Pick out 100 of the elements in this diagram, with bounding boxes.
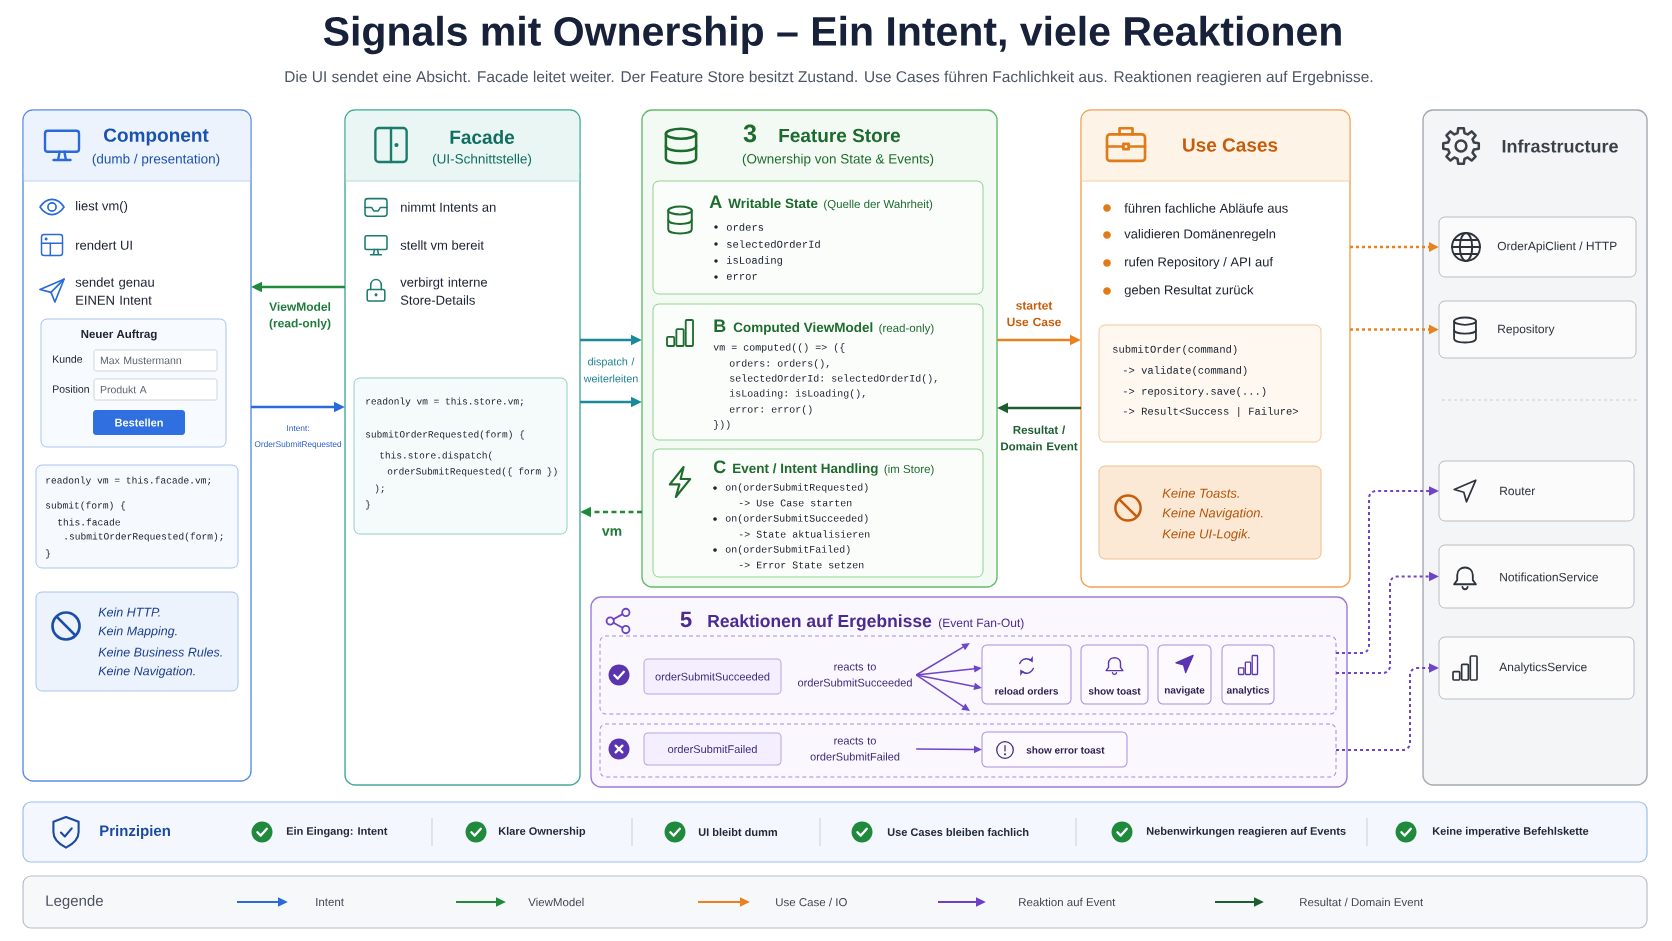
list-item: sendet genau EINEN Intent [75,277,154,305]
reaction-box: analytics [1221,644,1275,705]
code-line: } [46,549,50,559]
code-line: readonly vm = this.facade.vm; [46,476,211,486]
reaction-box: navigate [1157,644,1212,705]
annotation-text: reacts to orderSubmitSucceeded [798,663,912,687]
submit-button: Bestellen [93,410,185,435]
code-line: ); [375,484,384,494]
list-item: rendert UI [76,240,132,250]
principle-text: UI bleibt dumm [698,827,777,837]
service-box: Repository [1438,300,1637,359]
code-line: vm = computed(() => ({ [713,343,845,353]
section-title: Prinzipien [100,825,170,839]
note-text: Kein Mapping. [98,626,177,638]
panel-subtitle: (Event Fan-Out) [939,618,1024,630]
note-text: Keine Navigation. [1162,507,1263,521]
list-item: verbirgt interne Store-Details [400,277,488,305]
section-title: Computed ViewModel [733,322,873,335]
edge-label: vm [600,526,624,538]
code-line: -> Use Case starten [739,499,852,507]
panel-title: Infrastructure [1502,139,1618,153]
code-line: -> State aktualisieren [739,530,870,538]
section-title: Event / Intent Handling [733,463,878,476]
principle-text: Use Cases bleiben fachlich [887,827,1029,837]
input-field: Max Mustermann [93,349,218,372]
code-line: -> repository.save(...) [1123,387,1266,397]
list-item: rufen Repository / API auf [1125,256,1274,270]
panel-subtitle: (dumb / presentation) [92,153,220,167]
edge-label: Resultat / Domain Event [998,424,1080,452]
panel-title: Component [104,128,209,146]
form-title: Neuer Auftrag [81,329,157,341]
service-box: NotificationService [1438,544,1635,609]
service-box: Router [1438,460,1635,522]
list-item: stellt vm bereit [400,240,484,250]
note-text: Keine Navigation. [98,666,195,678]
code-line: isLoading [726,256,782,266]
reaction-box: reload orders [981,644,1072,705]
section-note: (Quelle der Wahrheit) [824,199,933,211]
list-item: liest vm() [76,200,128,214]
note-text: Keine UI-Logik. [1162,528,1250,542]
edge-label: startet Use Case [1004,300,1064,328]
section-letter: A [709,195,722,208]
code-line: orderSubmitRequested({ form }) [387,467,557,477]
title: Signals mit Ownership – Ein Intent, viele Reaktionen [323,15,1341,55]
panel-subtitle: (Ownership von State & Events) [742,153,934,167]
section-letter: B [714,319,726,332]
code-line: on(orderSubmitSucceeded) [725,514,868,524]
section-note: (read-only) [879,323,934,335]
section-title: Writable State [728,198,818,209]
code-line: on(orderSubmitFailed) [725,545,850,555]
panel-title: Feature Store [779,128,900,143]
note-text: Keine Business Rules. [98,647,222,657]
panel-title: Use Cases [1183,138,1278,152]
panel-title: Reaktionen auf Ergebnisse [708,614,932,631]
edge-label: Intent: OrderSubmitRequested [252,423,344,451]
legend-title: Legende [46,895,103,909]
code-line: error [726,274,757,280]
code-line: this.store.dispatch( [380,451,492,461]
list-item: validieren Domänenregeln [1124,228,1276,242]
code-line: readonly vm = this.store.vm; [366,397,523,407]
code-line: orders: orders(), [729,359,829,369]
legend-text: Use Case / IO [776,897,847,907]
code-line: error: error() [729,405,812,415]
code-line: selectedOrderId: selectedOrderId(), [730,374,937,384]
note-text: Kein HTTP. [98,607,160,617]
section-letter: C [713,460,726,474]
code-line: -> Error State setzen [739,561,864,569]
edge-label: ViewModel (read-only) [265,300,335,332]
principle-text: Keine imperative Befehlskette [1432,826,1589,838]
code-line: .submitOrderRequested(form); [65,532,223,542]
code-line: on(orderSubmitRequested) [725,483,868,493]
code-line: isLoading: isLoading(), [729,389,865,399]
event-box: orderSubmitSucceeded [643,658,782,695]
reaction-box: show error toast [981,731,1128,768]
field-label: Kunde [53,355,83,363]
service-box: OrderApiClient / HTTP [1438,216,1637,278]
code-line: this.facade [58,518,120,526]
annotation-text: reacts to orderSubmitFailed [810,737,900,761]
input-field: Produkt A [93,378,218,401]
legend-text: Intent [316,898,344,906]
list-item: führen fachliche Abläufe aus [1124,203,1288,213]
code-line: -> validate(command) [1123,366,1247,376]
principle-text: Ein Eingang: Intent [286,826,388,838]
code-line: } [366,500,370,510]
panel-title: Facade [450,130,515,144]
legend-text: ViewModel [528,897,584,907]
service-box: AnalyticsService [1438,636,1635,700]
section-note: (im Store) [884,464,934,476]
code-line: selectedOrderId [727,240,820,248]
panel-subtitle: (UI-Schnittstelle) [432,153,532,167]
legend-text: Resultat / Domain Event [1300,897,1424,907]
field-label: Position [53,385,89,393]
code-line: submit(form) { [46,501,126,511]
section-number: 5 [680,611,692,628]
principle-text: Nebenwirkungen reagieren auf Events [1146,826,1346,838]
principle-text: Klare Ownership [498,826,586,838]
code-line: orders [726,223,764,231]
legend-text: Reaktion auf Event [1019,897,1116,907]
code-line: -> Result<Success | Failure> [1123,407,1298,417]
code-line: })) [714,420,730,430]
